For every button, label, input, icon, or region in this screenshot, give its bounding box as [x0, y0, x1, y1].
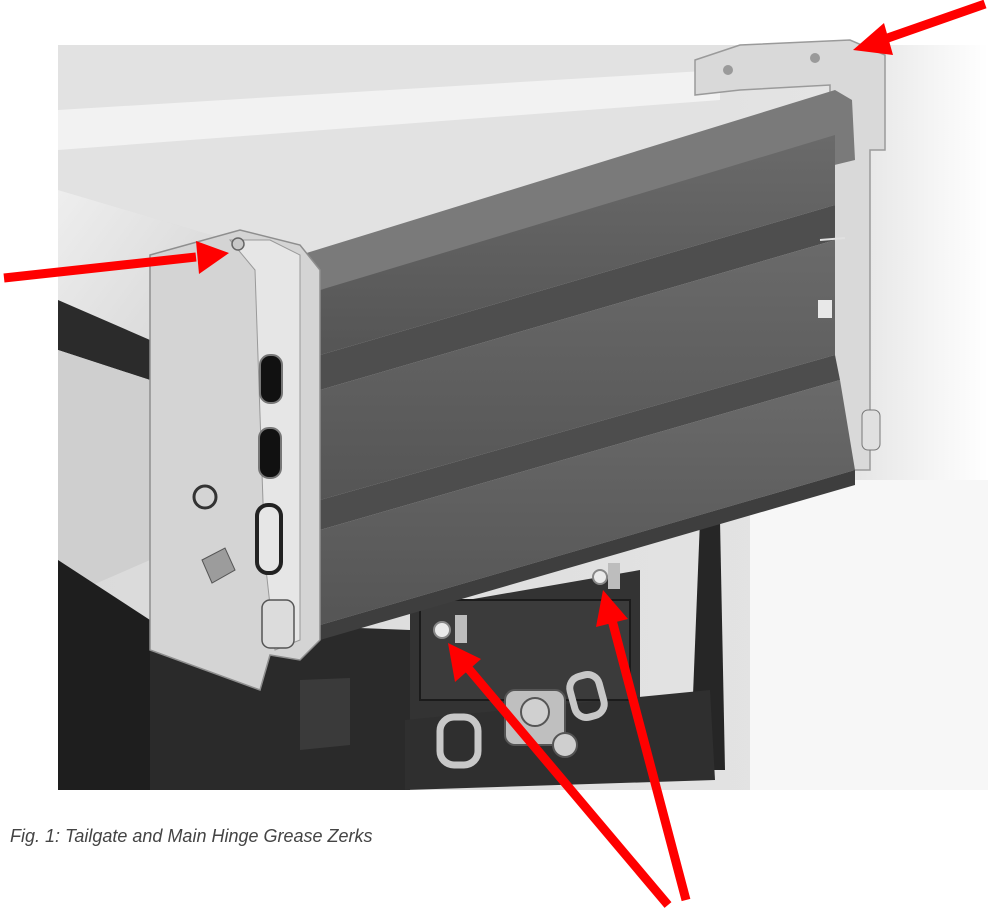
tailgate [300, 90, 855, 640]
tow-ring-right [566, 671, 608, 721]
left-post [149, 229, 321, 691]
arrow-tailgate-left-hinge [3, 241, 229, 283]
hinge-zerk-right [592, 569, 608, 585]
arrow-main-hinge-left [448, 643, 672, 908]
tailgate-zerk-left [231, 237, 245, 251]
arrow-tailgate-right-hinge [853, 0, 987, 55]
arrow-main-hinge-right [596, 590, 691, 902]
tow-ring-left [436, 713, 482, 769]
hinge-zerk-left [433, 621, 451, 639]
figure-caption: Fig. 1: Tailgate and Main Hinge Grease Z… [10, 826, 373, 846]
